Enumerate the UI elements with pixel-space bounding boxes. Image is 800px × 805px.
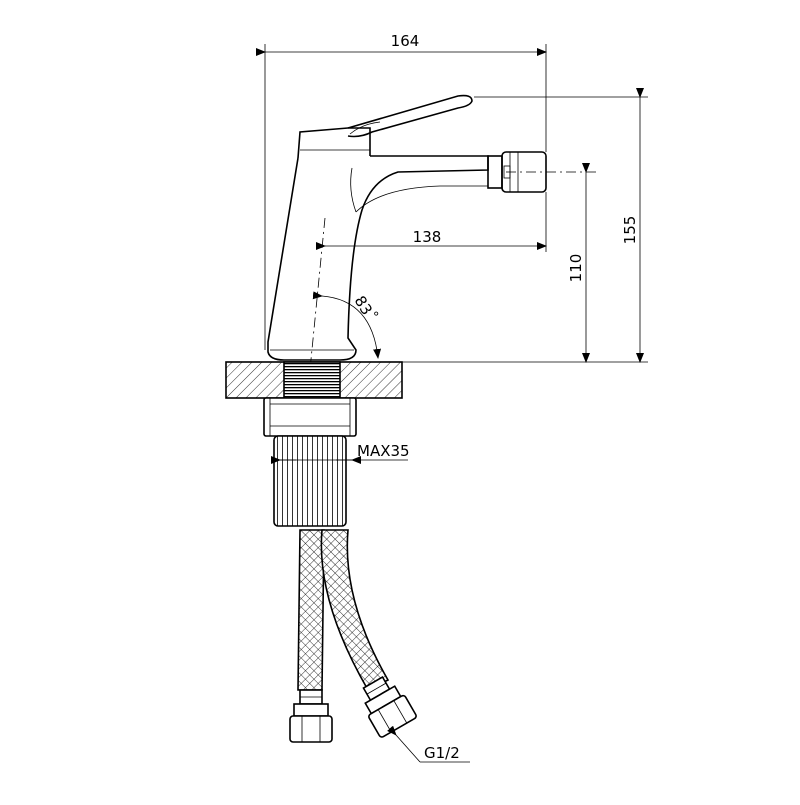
- dimension-overall-width: 164: [256, 32, 547, 350]
- spout-aerator: [487, 151, 547, 193]
- right-hose-nut: [362, 675, 417, 738]
- dim-label-max35: MAX35: [357, 442, 410, 460]
- dimension-spout-reach: 138: [316, 192, 547, 252]
- countertop-section: [225, 361, 403, 399]
- dim-label-g12: G1/2: [424, 744, 460, 762]
- dimension-angle: 83 °: [312, 291, 382, 359]
- dimension-spout-height: 110: [567, 163, 590, 363]
- left-hose-nut: [289, 689, 333, 743]
- dim-label-155: 155: [621, 216, 639, 245]
- dimension-max-deck: MAX35: [271, 442, 410, 464]
- dim-label-138: 138: [413, 228, 442, 246]
- mounting-nut: [263, 397, 357, 527]
- flexible-hoses: [297, 529, 390, 692]
- dim-label-164: 164: [391, 32, 420, 50]
- dimension-hose-thread: G1/2: [387, 725, 470, 763]
- dimension-overall-height: 155: [400, 88, 648, 363]
- dim-label-110: 110: [567, 254, 585, 283]
- faucet-body: [267, 94, 489, 361]
